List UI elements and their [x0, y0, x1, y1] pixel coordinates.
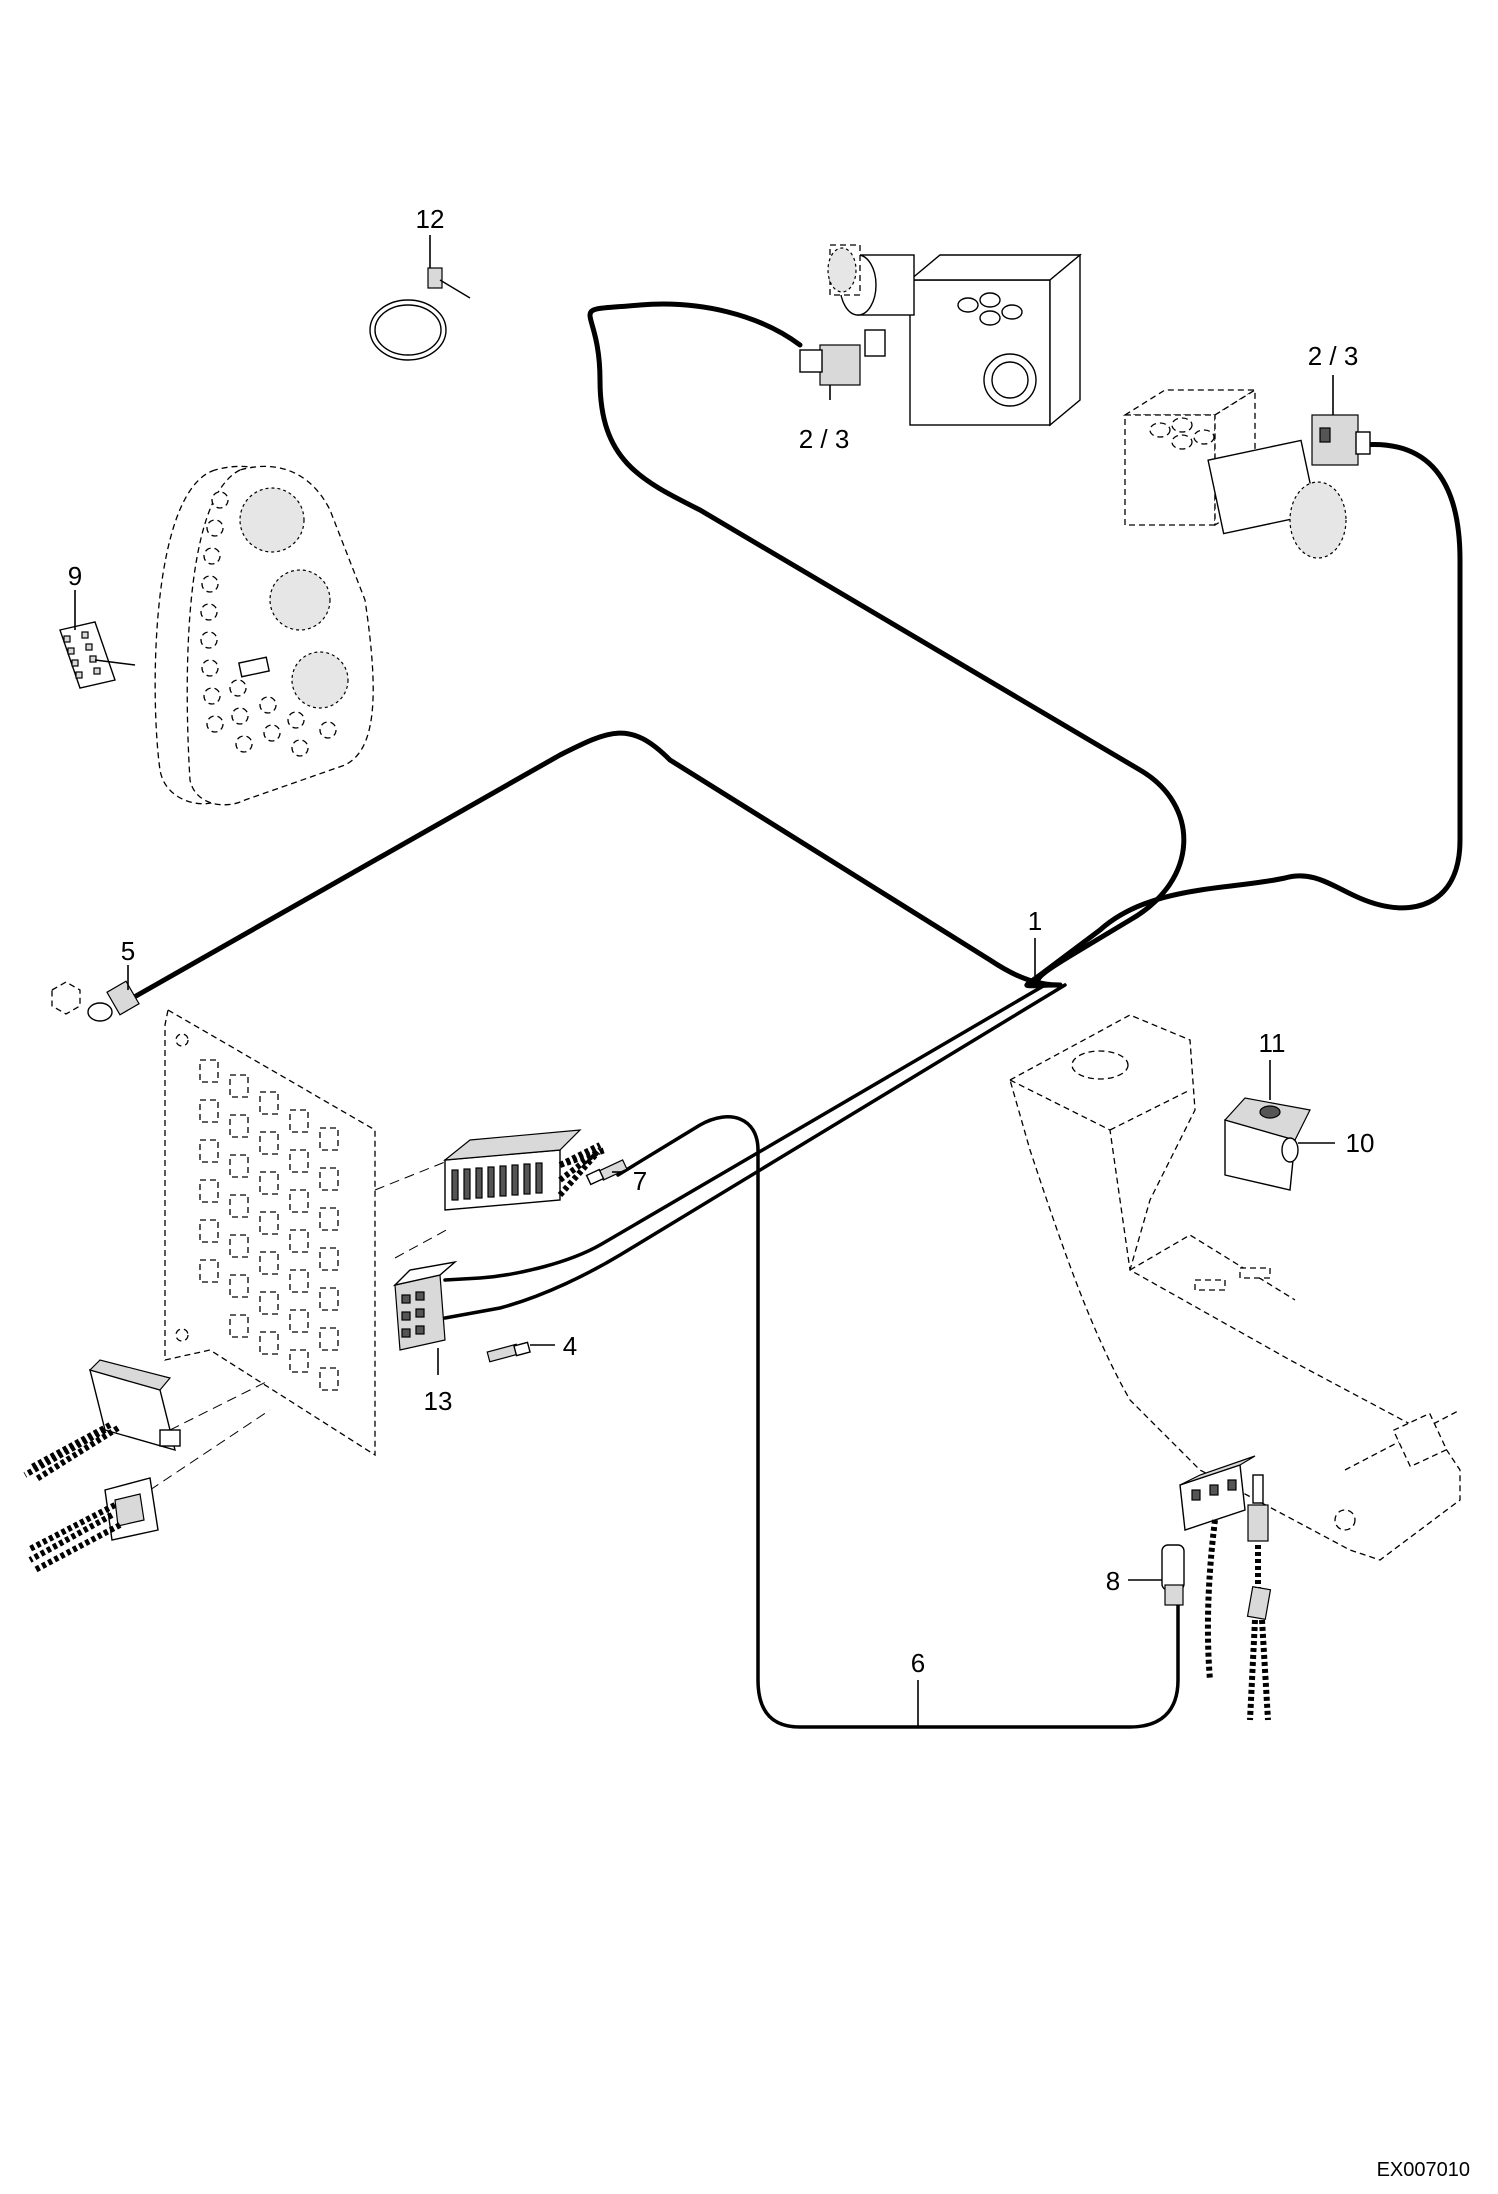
ring-terminal-5-icon [51, 980, 140, 1022]
terminal-block-icon [443, 1129, 606, 1211]
wire-ground-5 [133, 730, 1063, 999]
callout-7: 7 [633, 1166, 647, 1196]
terminal-7-icon [585, 1159, 628, 1186]
plug-bottom-icon [1246, 1474, 1272, 1721]
connector-left-upper-icon [23, 1359, 181, 1483]
wire-valve-right [1024, 441, 1463, 989]
connector-9-icon [59, 621, 116, 689]
wire-valve-top [587, 301, 1187, 988]
relay-board-icon [149, 1008, 451, 1491]
harness-1-b [443, 983, 1067, 1320]
terminal-4-icon [486, 1341, 531, 1363]
relay-bottom-icon [1179, 1455, 1256, 1681]
wire-6 [616, 1115, 1180, 1729]
callout-5: 5 [121, 936, 135, 966]
operator-console-icon [1009, 1014, 1461, 1561]
connector-left-lower-icon [26, 1477, 159, 1573]
solenoid-valve-right-icon [1122, 388, 1371, 559]
callout-2-3-top: 2 / 3 [799, 424, 850, 454]
callout-9: 9 [68, 561, 82, 591]
callout-11: 11 [1259, 1028, 1286, 1058]
callout-1: 1 [1028, 906, 1042, 936]
drawing-id: EX007010 [1377, 2159, 1470, 2181]
harness-1-a [443, 983, 1047, 1282]
instrument-panel-icon [154, 465, 374, 806]
callout-12: 12 [416, 204, 445, 234]
callout-2-3-right: 2 / 3 [1308, 341, 1359, 371]
cable-tie-icon [369, 267, 471, 361]
rocker-switch-icon [1223, 1097, 1311, 1191]
callout-13: 13 [424, 1386, 453, 1416]
leader-lines [74, 235, 1335, 1727]
callout-8: 8 [1106, 1566, 1120, 1596]
terminal-8-icon [1161, 1544, 1185, 1606]
wire-7-stub [558, 1142, 602, 1168]
solenoid-valve-top-icon [799, 244, 1082, 427]
connector-13-icon [392, 1260, 458, 1351]
callout-6: 6 [911, 1648, 925, 1678]
callout-4: 4 [563, 1331, 577, 1361]
callout-10: 10 [1346, 1128, 1375, 1158]
